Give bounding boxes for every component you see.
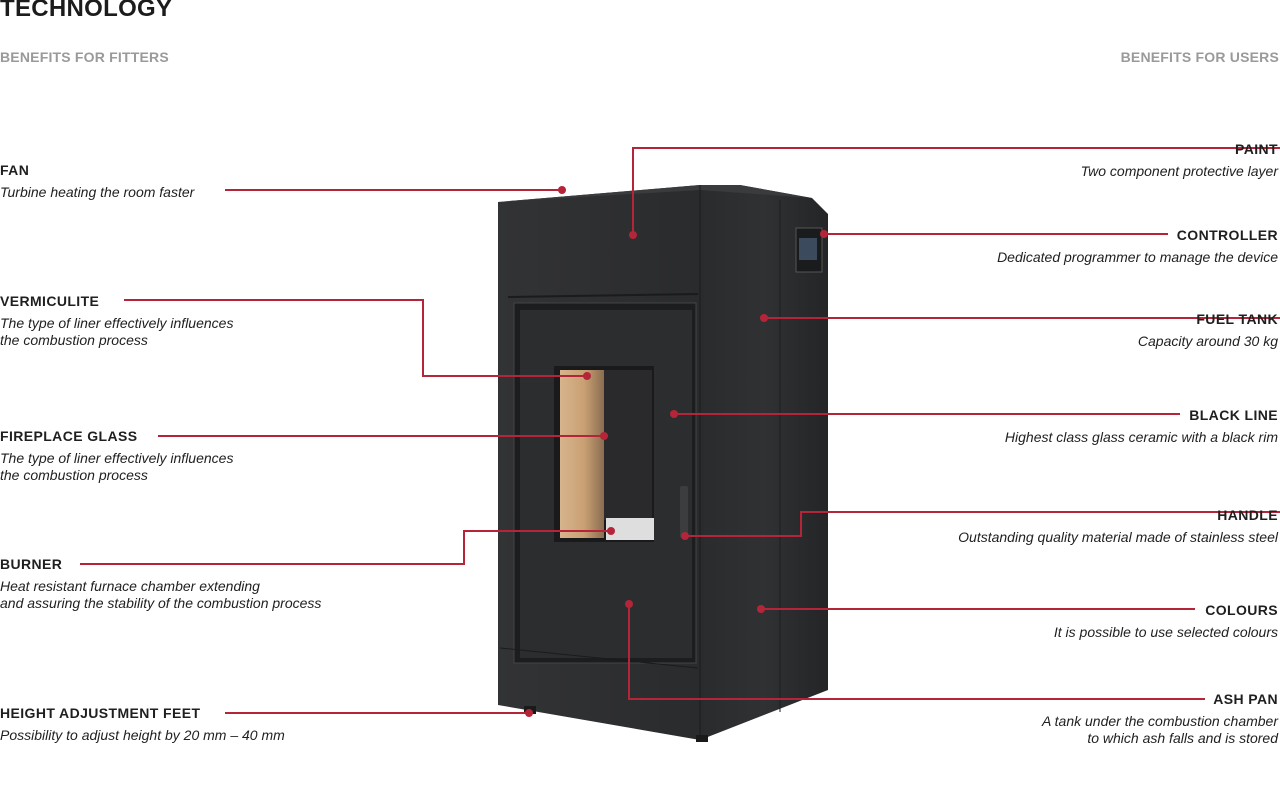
callout-title: BURNER (0, 556, 63, 572)
door-handle (680, 486, 688, 538)
leader-dot-paint (629, 231, 637, 239)
callout-description: Outstanding quality material made of sta… (958, 529, 1278, 545)
leader-line-paint (632, 147, 1280, 235)
callout-black-line: BLACK LINE Highest class glass ceramic w… (1005, 407, 1278, 446)
callout-title: FIREPLACE GLASS (0, 428, 138, 444)
callout-controller: CONTROLLER Dedicated programmer to manag… (997, 227, 1278, 266)
callout-vermiculite: VERMICULITE The type of liner effectivel… (0, 293, 233, 349)
callout-title: FUEL TANK (1196, 311, 1278, 327)
callout-title: ASH PAN (1213, 691, 1278, 707)
callout-description: Turbine heating the room faster (0, 184, 195, 200)
stove-body (498, 185, 828, 742)
leader-line-ash-pan (628, 604, 1205, 700)
leader-line-vermiculite (124, 299, 587, 377)
callout-fan: FAN Turbine heating the room faster (0, 162, 194, 201)
callout-ash-pan: ASH PAN A tank under the combustion cham… (1042, 691, 1278, 747)
callout-description: It is possible to use selected colours (1053, 624, 1278, 640)
leader-dot-fireplace-glass (600, 432, 608, 440)
callout-description: The type of liner effectively influences… (0, 450, 234, 483)
callout-title: PAINT (1235, 141, 1278, 157)
leader-dot-height-feet (525, 709, 533, 717)
callout-title: FAN (0, 162, 30, 178)
leader-dot-vermiculite (583, 372, 591, 380)
callout-title: HEIGHT ADJUSTMENT FEET (0, 705, 201, 721)
callout-title: HANDLE (1217, 507, 1278, 523)
callout-burner: BURNER Heat resistant furnace chamber ex… (0, 556, 321, 612)
callout-title: BLACK LINE (1189, 407, 1278, 423)
callout-description: Capacity around 30 kg (1137, 333, 1278, 349)
benefits-fitters-heading: BENEFITS FOR FITTERS (0, 49, 169, 65)
callout-description: The type of liner effectively influences… (0, 315, 234, 348)
fireplace-glass-window (554, 366, 654, 542)
leader-dot-fuel-tank (760, 314, 768, 322)
callout-title: CONTROLLER (1176, 227, 1278, 243)
callout-colours: COLOURS It is possible to use selected c… (1054, 602, 1278, 641)
callout-description: Possibility to adjust height by 20 mm – … (0, 727, 285, 743)
benefits-users-heading: BENEFITS FOR USERS (1120, 49, 1279, 65)
leader-dot-fan (558, 186, 566, 194)
leader-line-handle (685, 511, 1280, 537)
callout-handle: HANDLE Outstanding quality material made… (958, 507, 1278, 546)
callout-title: COLOURS (1205, 602, 1278, 618)
leader-dot-burner (607, 527, 615, 535)
leader-dot-controller (820, 230, 828, 238)
callout-description: Dedicated programmer to manage the devic… (997, 249, 1278, 265)
callout-height-adjustment-feet: HEIGHT ADJUSTMENT FEET Possibility to ad… (0, 705, 285, 744)
callout-paint: PAINT Two component protective layer (1081, 141, 1278, 180)
leader-dot-colours (757, 605, 765, 613)
callout-description: Highest class glass ceramic with a black… (1004, 429, 1278, 445)
callout-description: Heat resistant furnace chamber extending… (0, 578, 322, 611)
page-title: TECHNOLOGY (0, 0, 173, 22)
leader-dot-handle (681, 532, 689, 540)
leader-dot-black-line (670, 410, 678, 418)
callout-description: Two component protective layer (1080, 163, 1278, 179)
leader-dot-ash-pan (625, 600, 633, 608)
callout-description: A tank under the combustion chamber to w… (1041, 713, 1278, 746)
callout-fireplace-glass: FIREPLACE GLASS The type of liner effect… (0, 428, 233, 484)
callout-title: VERMICULITE (0, 293, 100, 309)
leader-lines (80, 147, 1280, 717)
leader-line-burner (80, 530, 611, 565)
callout-fuel-tank: FUEL TANK Capacity around 30 kg (1138, 311, 1278, 350)
